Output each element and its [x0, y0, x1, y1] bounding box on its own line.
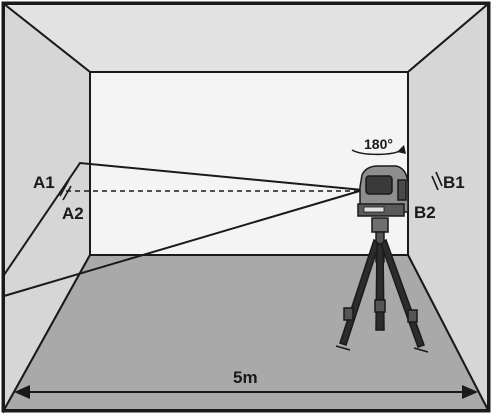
tripod-clamp-center [374, 299, 386, 313]
tripod-clamp-right [407, 309, 418, 323]
label-a2: A2 [62, 204, 84, 223]
rotation-arrowhead [397, 145, 406, 154]
tripod-head [371, 217, 389, 233]
rotation-label: 180° [364, 136, 393, 152]
distance-dimension: 5m [14, 368, 478, 399]
tripod-foot-left [335, 345, 351, 351]
laser-level-device [357, 165, 409, 217]
dimension-arrow-left [14, 385, 30, 399]
device-brand-plate [363, 206, 385, 213]
mark-b1 [431, 175, 439, 191]
laser-beams [3, 161, 364, 297]
tripod-clamp-left [343, 307, 354, 321]
label-b1: B1 [443, 173, 465, 192]
tripod-leg-center [375, 243, 385, 331]
distance-label: 5m [233, 368, 258, 387]
label-b2: B2 [414, 203, 436, 222]
laser-line-a1 [3, 161, 364, 297]
mark-b2 [435, 171, 443, 187]
mark-a2 [62, 185, 72, 201]
device-side-panel [397, 179, 407, 201]
wall-marks [59, 171, 443, 201]
back-wall [89, 71, 409, 256]
device-window [365, 175, 393, 195]
rotation-indicator: 180° [351, 136, 406, 156]
tripod-foot-right [413, 347, 429, 353]
mark-a1 [59, 179, 70, 197]
dimension-arrow-right [462, 385, 478, 399]
tripod [335, 217, 429, 353]
label-a1: A1 [33, 173, 55, 192]
